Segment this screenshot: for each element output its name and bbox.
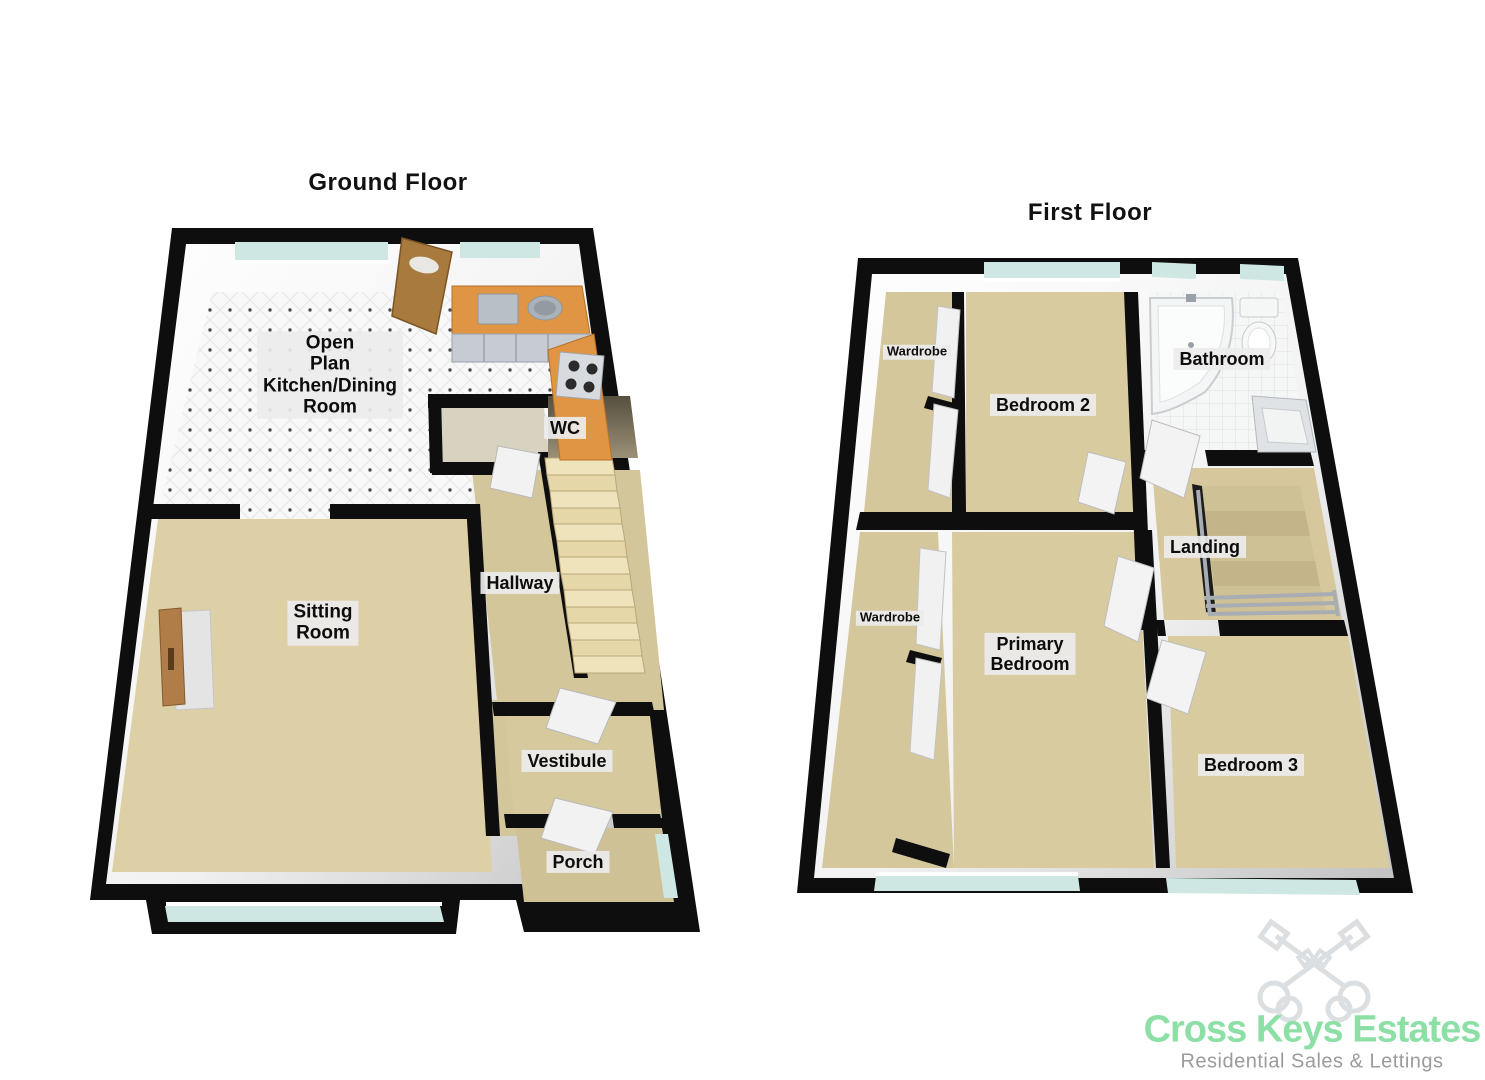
bay-window-glass bbox=[165, 906, 444, 922]
counter-top-run bbox=[451, 285, 591, 335]
bath-tap bbox=[1186, 294, 1196, 302]
wc-door bbox=[489, 445, 541, 499]
room-label-bedroom2: Bedroom 2 bbox=[989, 393, 1097, 417]
room-label-wardrobe-top: Wardrobe bbox=[882, 344, 952, 360]
sitting-room-floor bbox=[112, 519, 492, 872]
crossed-keys-icon bbox=[1257, 918, 1371, 1023]
first-floor-title: First Floor bbox=[1027, 199, 1153, 226]
room-label-wardrobe-mid: Wardrobe bbox=[855, 610, 925, 626]
room-label-hallway: Hallway bbox=[480, 571, 560, 595]
kitchen-window-left bbox=[235, 242, 388, 260]
agency-name: Cross Keys Estates bbox=[1143, 1008, 1482, 1051]
agency-tagline: Residential Sales & Lettings bbox=[1180, 1050, 1444, 1073]
bedroom2-door bbox=[1077, 451, 1127, 515]
room-label-kitchen-dining: Open Plan Kitchen/Dining Room bbox=[256, 331, 404, 419]
primary-bedroom-door bbox=[1103, 555, 1155, 643]
shower-tray bbox=[1261, 407, 1309, 445]
first-floor-plan bbox=[797, 258, 1413, 895]
room-label-sitting-room: Sitting Room bbox=[287, 600, 359, 646]
bay-window-sill bbox=[166, 902, 442, 906]
hob bbox=[555, 351, 605, 401]
sideboard bbox=[158, 607, 215, 711]
vestibule-door-upper bbox=[545, 687, 617, 745]
ground-doors bbox=[391, 237, 617, 855]
bathroom-door bbox=[1139, 419, 1201, 499]
kitchen-window-right bbox=[460, 242, 540, 258]
room-label-bathroom: Bathroom bbox=[1173, 347, 1271, 371]
first-floor-doors bbox=[1077, 419, 1207, 715]
room-label-porch: Porch bbox=[546, 850, 610, 874]
room-label-wc: WC bbox=[544, 416, 586, 440]
ground-floor-title: Ground Floor bbox=[308, 169, 468, 196]
front-door-fanlight bbox=[409, 256, 439, 274]
ground-floor-plan bbox=[90, 228, 700, 934]
room-label-primary-bedroom: Primary Bedroom bbox=[984, 632, 1076, 676]
front-door bbox=[391, 237, 453, 336]
agency-logo: Cross Keys Estates Residential Sales & L… bbox=[1130, 920, 1485, 1080]
first-windows bbox=[874, 262, 1360, 895]
toilet-cistern bbox=[1239, 297, 1279, 318]
primary-bedroom-floor bbox=[952, 532, 1154, 868]
ground-windows bbox=[165, 242, 678, 922]
bedroom3-floor bbox=[1168, 636, 1390, 868]
bedroom3-door bbox=[1145, 639, 1207, 715]
room-label-landing: Landing bbox=[1164, 535, 1246, 559]
porch-window-glass bbox=[655, 834, 678, 898]
kitchen-window-left-sill bbox=[235, 260, 388, 264]
kitchen-counter bbox=[451, 285, 613, 461]
room-label-bedroom3: Bedroom 3 bbox=[1197, 753, 1305, 777]
sink-drainer bbox=[477, 293, 519, 325]
room-label-vestibule: Vestibule bbox=[521, 749, 613, 773]
